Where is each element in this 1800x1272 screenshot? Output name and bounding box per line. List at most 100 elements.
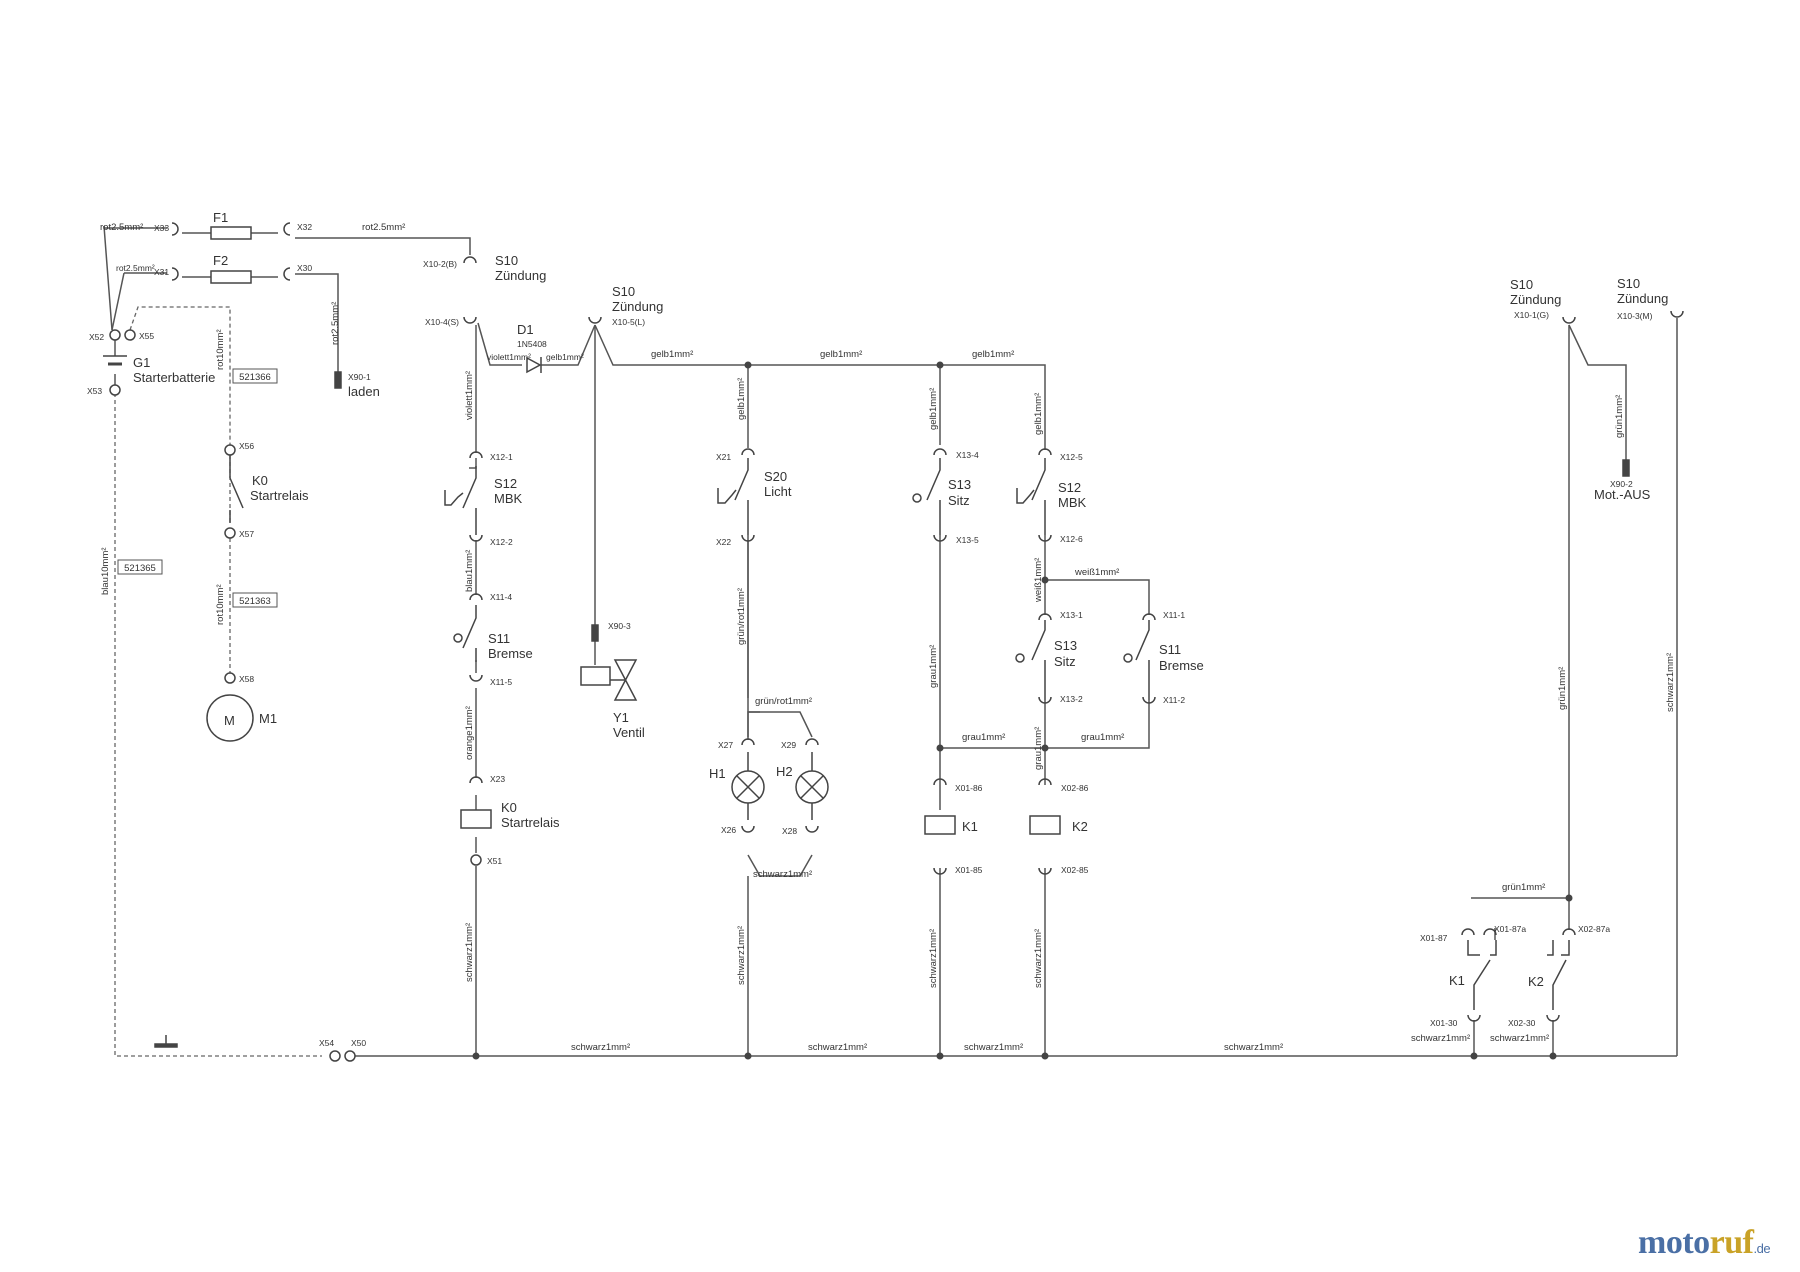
svg-text:X58: X58 xyxy=(239,674,254,684)
relay-k0-coil-symbol xyxy=(460,809,492,829)
svg-text:blau10mm²: blau10mm² xyxy=(100,547,111,595)
relay-k1-contact-label: K1 xyxy=(1449,973,1465,988)
svg-text:schwarz1mm²: schwarz1mm² xyxy=(1224,1042,1283,1053)
svg-text:X22: X22 xyxy=(716,537,731,547)
svg-text:rot2.5mm²: rot2.5mm² xyxy=(362,222,405,233)
connectors xyxy=(109,222,1684,1062)
lamp-h1-label: H1 xyxy=(709,766,726,781)
svg-text:grün/rot1mm²: grün/rot1mm² xyxy=(755,696,812,707)
switch-s11a-name: S11 xyxy=(488,631,510,646)
ignition-s10d-name: S10 xyxy=(1617,276,1640,291)
junction-dots xyxy=(472,361,1573,1060)
svg-text:grau1mm²: grau1mm² xyxy=(1033,727,1044,770)
svg-text:X13-5: X13-5 xyxy=(956,535,979,545)
ignition-s10a-name: S10 xyxy=(495,253,518,268)
svg-text:X57: X57 xyxy=(239,529,254,539)
symbols xyxy=(103,226,1630,1048)
ignition-s10d-desc: Zündung xyxy=(1617,291,1668,306)
charge-terminal-label: laden xyxy=(348,384,380,399)
svg-text:X10-2(B): X10-2(B) xyxy=(423,259,457,269)
svg-text:grün1mm²: grün1mm² xyxy=(1557,667,1568,710)
svg-text:blau1mm²: blau1mm² xyxy=(464,550,475,592)
svg-text:X10-5(L): X10-5(L) xyxy=(612,317,645,327)
svg-text:violett1mm²: violett1mm² xyxy=(487,352,531,362)
svg-text:X12-6: X12-6 xyxy=(1060,534,1083,544)
switch-s20-name: S20 xyxy=(764,469,787,484)
motor-m1-symbol-letter: M xyxy=(224,713,235,728)
svg-text:X01-85: X01-85 xyxy=(955,865,983,875)
svg-text:rot2.5mm²: rot2.5mm² xyxy=(330,302,341,345)
svg-text:X21: X21 xyxy=(716,452,731,462)
svg-text:schwarz1mm²: schwarz1mm² xyxy=(736,926,747,985)
relay-k0a-name: K0 xyxy=(252,473,268,488)
svg-text:X10-1(G): X10-1(G) xyxy=(1514,310,1549,320)
svg-text:X11-5: X11-5 xyxy=(490,677,512,687)
switch-s13a-name: S13 xyxy=(948,477,971,492)
svg-text:X12-1: X12-1 xyxy=(490,452,513,462)
diode-d1-part: 1N5408 xyxy=(517,339,547,349)
ignition-s10b-desc: Zündung xyxy=(612,299,663,314)
svg-text:X11-4: X11-4 xyxy=(490,592,512,602)
svg-text:schwarz1mm²: schwarz1mm² xyxy=(1665,653,1676,712)
svg-text:X50: X50 xyxy=(351,1038,366,1048)
svg-text:521366: 521366 xyxy=(239,372,271,383)
svg-text:weiß1mm²: weiß1mm² xyxy=(1074,567,1119,578)
svg-text:X12-5: X12-5 xyxy=(1060,452,1083,462)
svg-text:X32: X32 xyxy=(297,222,312,232)
svg-text:schwarz1mm²: schwarz1mm² xyxy=(753,869,812,880)
switch-s11b-name: S11 xyxy=(1159,642,1181,657)
svg-text:X51: X51 xyxy=(487,856,502,866)
svg-text:521363: 521363 xyxy=(239,596,271,607)
svg-text:grau1mm²: grau1mm² xyxy=(928,645,939,688)
svg-text:X30: X30 xyxy=(297,263,312,273)
site-logo: motoruf.de xyxy=(1638,1224,1771,1261)
svg-text:gelb1mm²: gelb1mm² xyxy=(651,349,693,360)
svg-text:grün1mm²: grün1mm² xyxy=(1502,882,1545,893)
switch-s11a-desc: Bremse xyxy=(488,646,533,661)
svg-text:rot10mm²: rot10mm² xyxy=(215,584,226,625)
svg-text:X53: X53 xyxy=(87,386,102,396)
svg-text:X29: X29 xyxy=(781,740,796,750)
svg-text:X26: X26 xyxy=(721,825,736,835)
svg-text:schwarz1mm²: schwarz1mm² xyxy=(571,1042,630,1053)
svg-text:schwarz1mm²: schwarz1mm² xyxy=(964,1042,1023,1053)
svg-text:X28: X28 xyxy=(782,826,797,836)
heavy-cables xyxy=(114,306,322,1057)
valve-y1-name: Y1 xyxy=(613,710,629,725)
svg-text:rot2.5mm²: rot2.5mm² xyxy=(116,263,155,273)
svg-text:X02-30: X02-30 xyxy=(1508,1018,1536,1028)
pin-labels: X33 X32 X31 X30 X10-2(B) X10-5(L) X10-1(… xyxy=(87,222,1653,1048)
switch-s20-desc: Licht xyxy=(764,484,792,499)
engine-off-terminal-label: Mot.-AUS xyxy=(1594,487,1651,502)
ground-symbol xyxy=(154,1043,178,1048)
switch-s11b-desc: Bremse xyxy=(1159,658,1204,673)
svg-text:X01-30: X01-30 xyxy=(1430,1018,1458,1028)
ignition-s10c-name: S10 xyxy=(1510,277,1533,292)
svg-text:weiß1mm²: weiß1mm² xyxy=(1033,558,1044,603)
svg-text:X90-2: X90-2 xyxy=(1610,479,1633,489)
part-number-boxes: 521366 521365 521363 xyxy=(117,368,278,608)
svg-text:X13-2: X13-2 xyxy=(1060,694,1083,704)
svg-text:grau1mm²: grau1mm² xyxy=(962,732,1005,743)
fuse-f1-label: F1 xyxy=(213,210,228,225)
svg-text:X02-87a: X02-87a xyxy=(1578,924,1610,934)
relay-k1-label: K1 xyxy=(962,819,978,834)
svg-text:X13-4: X13-4 xyxy=(956,450,979,460)
relay-k2-contact-label: K2 xyxy=(1528,974,1544,989)
switch-s13b-desc: Sitz xyxy=(1054,654,1076,669)
switch-s13b-name: S13 xyxy=(1054,638,1077,653)
svg-text:X52: X52 xyxy=(89,332,104,342)
svg-text:grün1mm²: grün1mm² xyxy=(1614,395,1625,438)
svg-text:X23: X23 xyxy=(490,774,505,784)
relay-k0a-desc: Startrelais xyxy=(250,488,309,503)
svg-text:grau1mm²: grau1mm² xyxy=(1081,732,1124,743)
svg-text:orange1mm²: orange1mm² xyxy=(464,706,475,760)
relay-k2-label: K2 xyxy=(1072,819,1088,834)
battery-g1-desc: Starterbatterie xyxy=(133,370,215,385)
diode-d1-symbol xyxy=(526,356,542,374)
svg-text:X27: X27 xyxy=(718,740,733,750)
svg-text:X55: X55 xyxy=(139,331,154,341)
svg-text:schwarz1mm²: schwarz1mm² xyxy=(1411,1033,1470,1044)
svg-text:schwarz1mm²: schwarz1mm² xyxy=(808,1042,867,1053)
